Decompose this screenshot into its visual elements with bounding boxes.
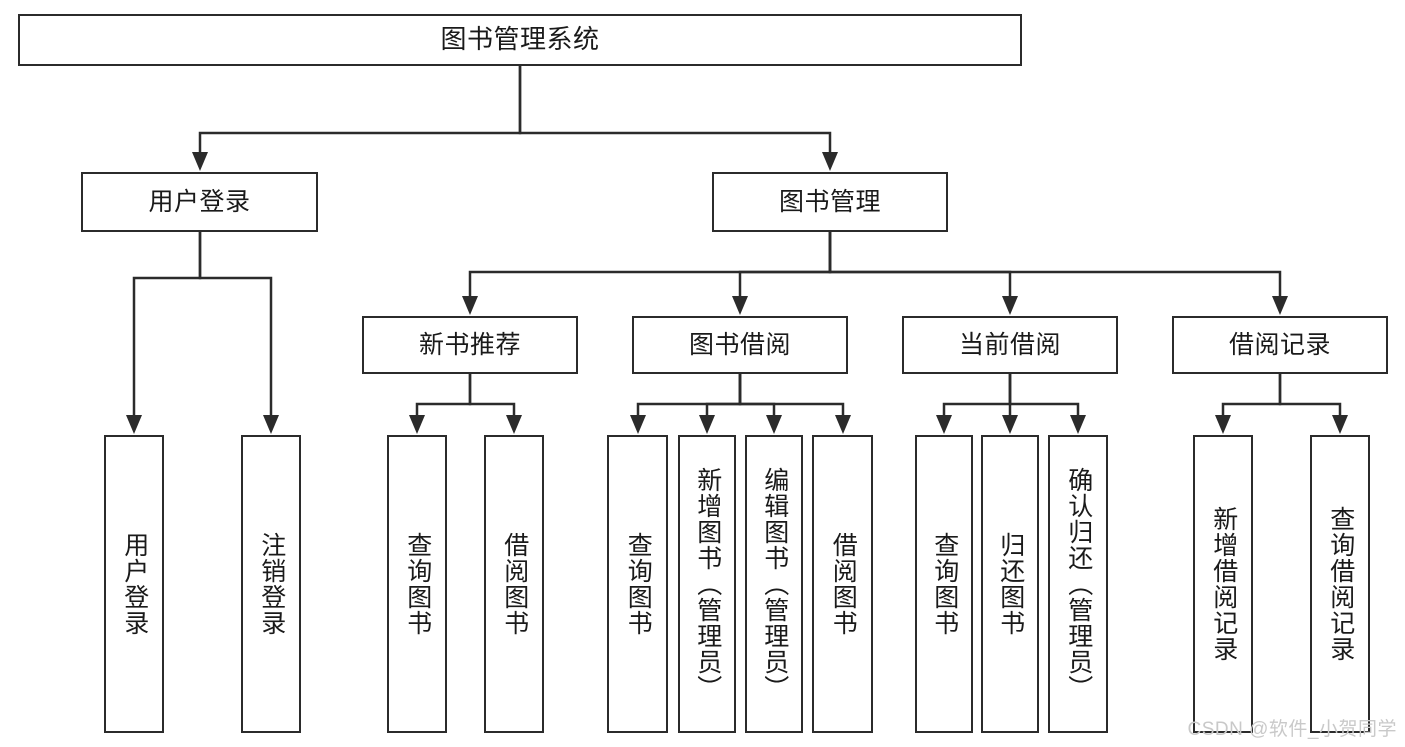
node-label: 归还图书	[996, 532, 1025, 636]
arrowhead-icon	[630, 415, 646, 434]
arrowhead-icon	[835, 415, 851, 434]
node-root[interactable]: 图书管理系统	[18, 14, 1022, 66]
connector-user-login-to-leaf-user-logout	[198, 232, 273, 419]
connector-borrow-record-to-leaf-br-query	[1278, 374, 1342, 419]
connector-book-manage-to-new-book-rec	[468, 232, 832, 300]
node-label: 图书借阅	[688, 330, 791, 359]
node-label: 当前借阅	[958, 330, 1061, 359]
node-label: 借阅记录	[1228, 330, 1331, 359]
arrowhead-icon	[263, 415, 279, 434]
arrowhead-icon	[699, 415, 715, 434]
connector-book-borrow-to-leaf-bb-add	[705, 374, 742, 419]
node-leaf-br-add[interactable]: 新增借阅记录	[1193, 435, 1253, 733]
connector-book-manage-to-borrow-record	[828, 232, 1282, 300]
arrowhead-icon	[822, 152, 838, 171]
node-book-manage[interactable]: 图书管理	[712, 172, 948, 232]
node-current-borrow[interactable]: 当前借阅	[902, 316, 1118, 374]
arrowhead-icon	[506, 415, 522, 434]
connector-root-to-book-manage	[518, 66, 832, 156]
arrowhead-icon	[1215, 415, 1231, 434]
arrowhead-icon	[409, 415, 425, 434]
node-leaf-user-logout[interactable]: 注销登录	[241, 435, 301, 733]
arrowhead-icon	[732, 296, 748, 315]
connector-user-login-to-leaf-user-login	[132, 232, 202, 419]
edge-group	[126, 66, 1348, 434]
connector-book-borrow-to-leaf-bb-edit	[738, 374, 776, 419]
node-leaf-cb-confirm[interactable]: 确认归还（管理员）	[1048, 435, 1108, 733]
node-label: 新书推荐	[418, 330, 521, 359]
arrowhead-icon	[1070, 415, 1086, 434]
connector-borrow-record-to-leaf-br-add	[1221, 374, 1282, 419]
arrowhead-icon	[1002, 415, 1018, 434]
node-label: 新增借阅记录	[1209, 506, 1238, 662]
node-label: 注销登录	[257, 532, 286, 636]
node-label: 查询图书	[403, 532, 432, 636]
connector-root-to-user-login	[198, 66, 522, 156]
connector-book-borrow-to-leaf-bb-borrow	[738, 374, 845, 419]
connector-book-manage-to-current-borrow	[828, 232, 1012, 300]
arrowhead-icon	[462, 296, 478, 315]
arrowhead-icon	[1002, 296, 1018, 315]
node-label: 图书管理系统	[440, 24, 600, 55]
node-label: 借阅图书	[829, 532, 858, 636]
node-leaf-rec-borrow[interactable]: 借阅图书	[484, 435, 544, 733]
connector-new-book-rec-to-leaf-rec-query	[415, 374, 472, 419]
node-book-borrow[interactable]: 图书借阅	[632, 316, 848, 374]
watermark-label: CSDN @软件_小贺同学	[1187, 719, 1397, 740]
node-leaf-bb-borrow[interactable]: 借阅图书	[812, 435, 873, 733]
arrowhead-icon	[766, 415, 782, 434]
arrowhead-icon	[936, 415, 952, 434]
node-label: 查询图书	[624, 532, 653, 636]
node-leaf-cb-query[interactable]: 查询图书	[915, 435, 973, 733]
arrowhead-icon	[1272, 296, 1288, 315]
node-new-book-rec[interactable]: 新书推荐	[362, 316, 578, 374]
node-leaf-bb-add[interactable]: 新增图书（管理员）	[678, 435, 736, 733]
connector-current-borrow-to-leaf-cb-query	[942, 374, 1012, 419]
arrowhead-icon	[192, 152, 208, 171]
connector-new-book-rec-to-leaf-rec-borrow	[468, 374, 516, 419]
node-label: 新增图书（管理员）	[693, 467, 722, 701]
node-label: 用户登录	[120, 532, 149, 636]
node-user-login[interactable]: 用户登录	[81, 172, 318, 232]
node-label: 编辑图书（管理员）	[760, 467, 789, 701]
connector-book-borrow-to-leaf-bb-query	[636, 374, 742, 419]
node-leaf-cb-return[interactable]: 归还图书	[981, 435, 1039, 733]
node-label: 查询图书	[930, 532, 959, 636]
node-label: 查询借阅记录	[1326, 506, 1355, 662]
node-label: 用户登录	[148, 187, 251, 216]
node-leaf-rec-query[interactable]: 查询图书	[387, 435, 447, 733]
node-leaf-br-query[interactable]: 查询借阅记录	[1310, 435, 1370, 733]
node-borrow-record[interactable]: 借阅记录	[1172, 316, 1388, 374]
node-label: 图书管理	[778, 187, 881, 216]
node-leaf-bb-query[interactable]: 查询图书	[607, 435, 668, 733]
arrowhead-icon	[1332, 415, 1348, 434]
node-label: 借阅图书	[500, 532, 529, 636]
arrowhead-icon	[126, 415, 142, 434]
connector-book-manage-to-book-borrow	[738, 232, 832, 300]
connector-current-borrow-to-leaf-cb-confirm	[1008, 374, 1080, 419]
node-label: 确认归还（管理员）	[1064, 467, 1093, 701]
node-leaf-user-login[interactable]: 用户登录	[104, 435, 164, 733]
node-leaf-bb-edit[interactable]: 编辑图书（管理员）	[745, 435, 803, 733]
